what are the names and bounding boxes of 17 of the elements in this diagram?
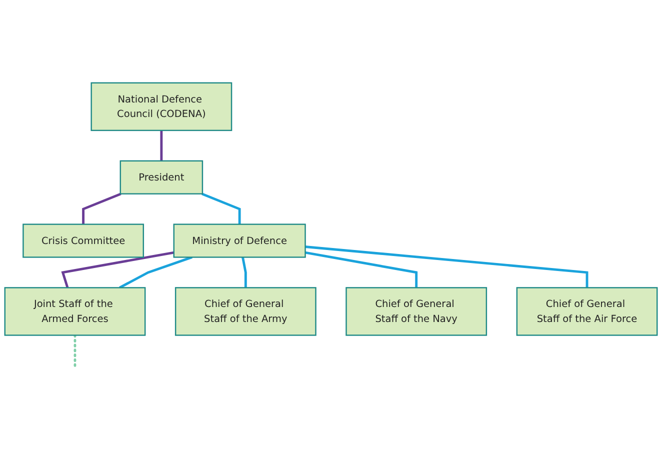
node-box: Ministry of Defence [173, 224, 306, 258]
node-box: President [120, 160, 204, 195]
connector [74, 334, 76, 368]
node-box: Chief of General Staff of the Army [174, 288, 316, 336]
connector [305, 246, 588, 288]
node-box: Chief of General Staff of the Navy [346, 288, 488, 336]
node-box: Crisis Committee [22, 224, 144, 258]
connector [61, 252, 174, 288]
connector [305, 252, 418, 288]
connector [202, 193, 241, 225]
connector [160, 130, 163, 162]
connector [242, 257, 247, 288]
connector [118, 256, 192, 290]
node-box: Joint Staff of the Armed Forces [4, 288, 146, 336]
node-box: Chief of General Staff of the Air Force [516, 288, 658, 336]
connector [82, 193, 122, 225]
node-box: National Defence Council (CODENA) [90, 82, 232, 132]
